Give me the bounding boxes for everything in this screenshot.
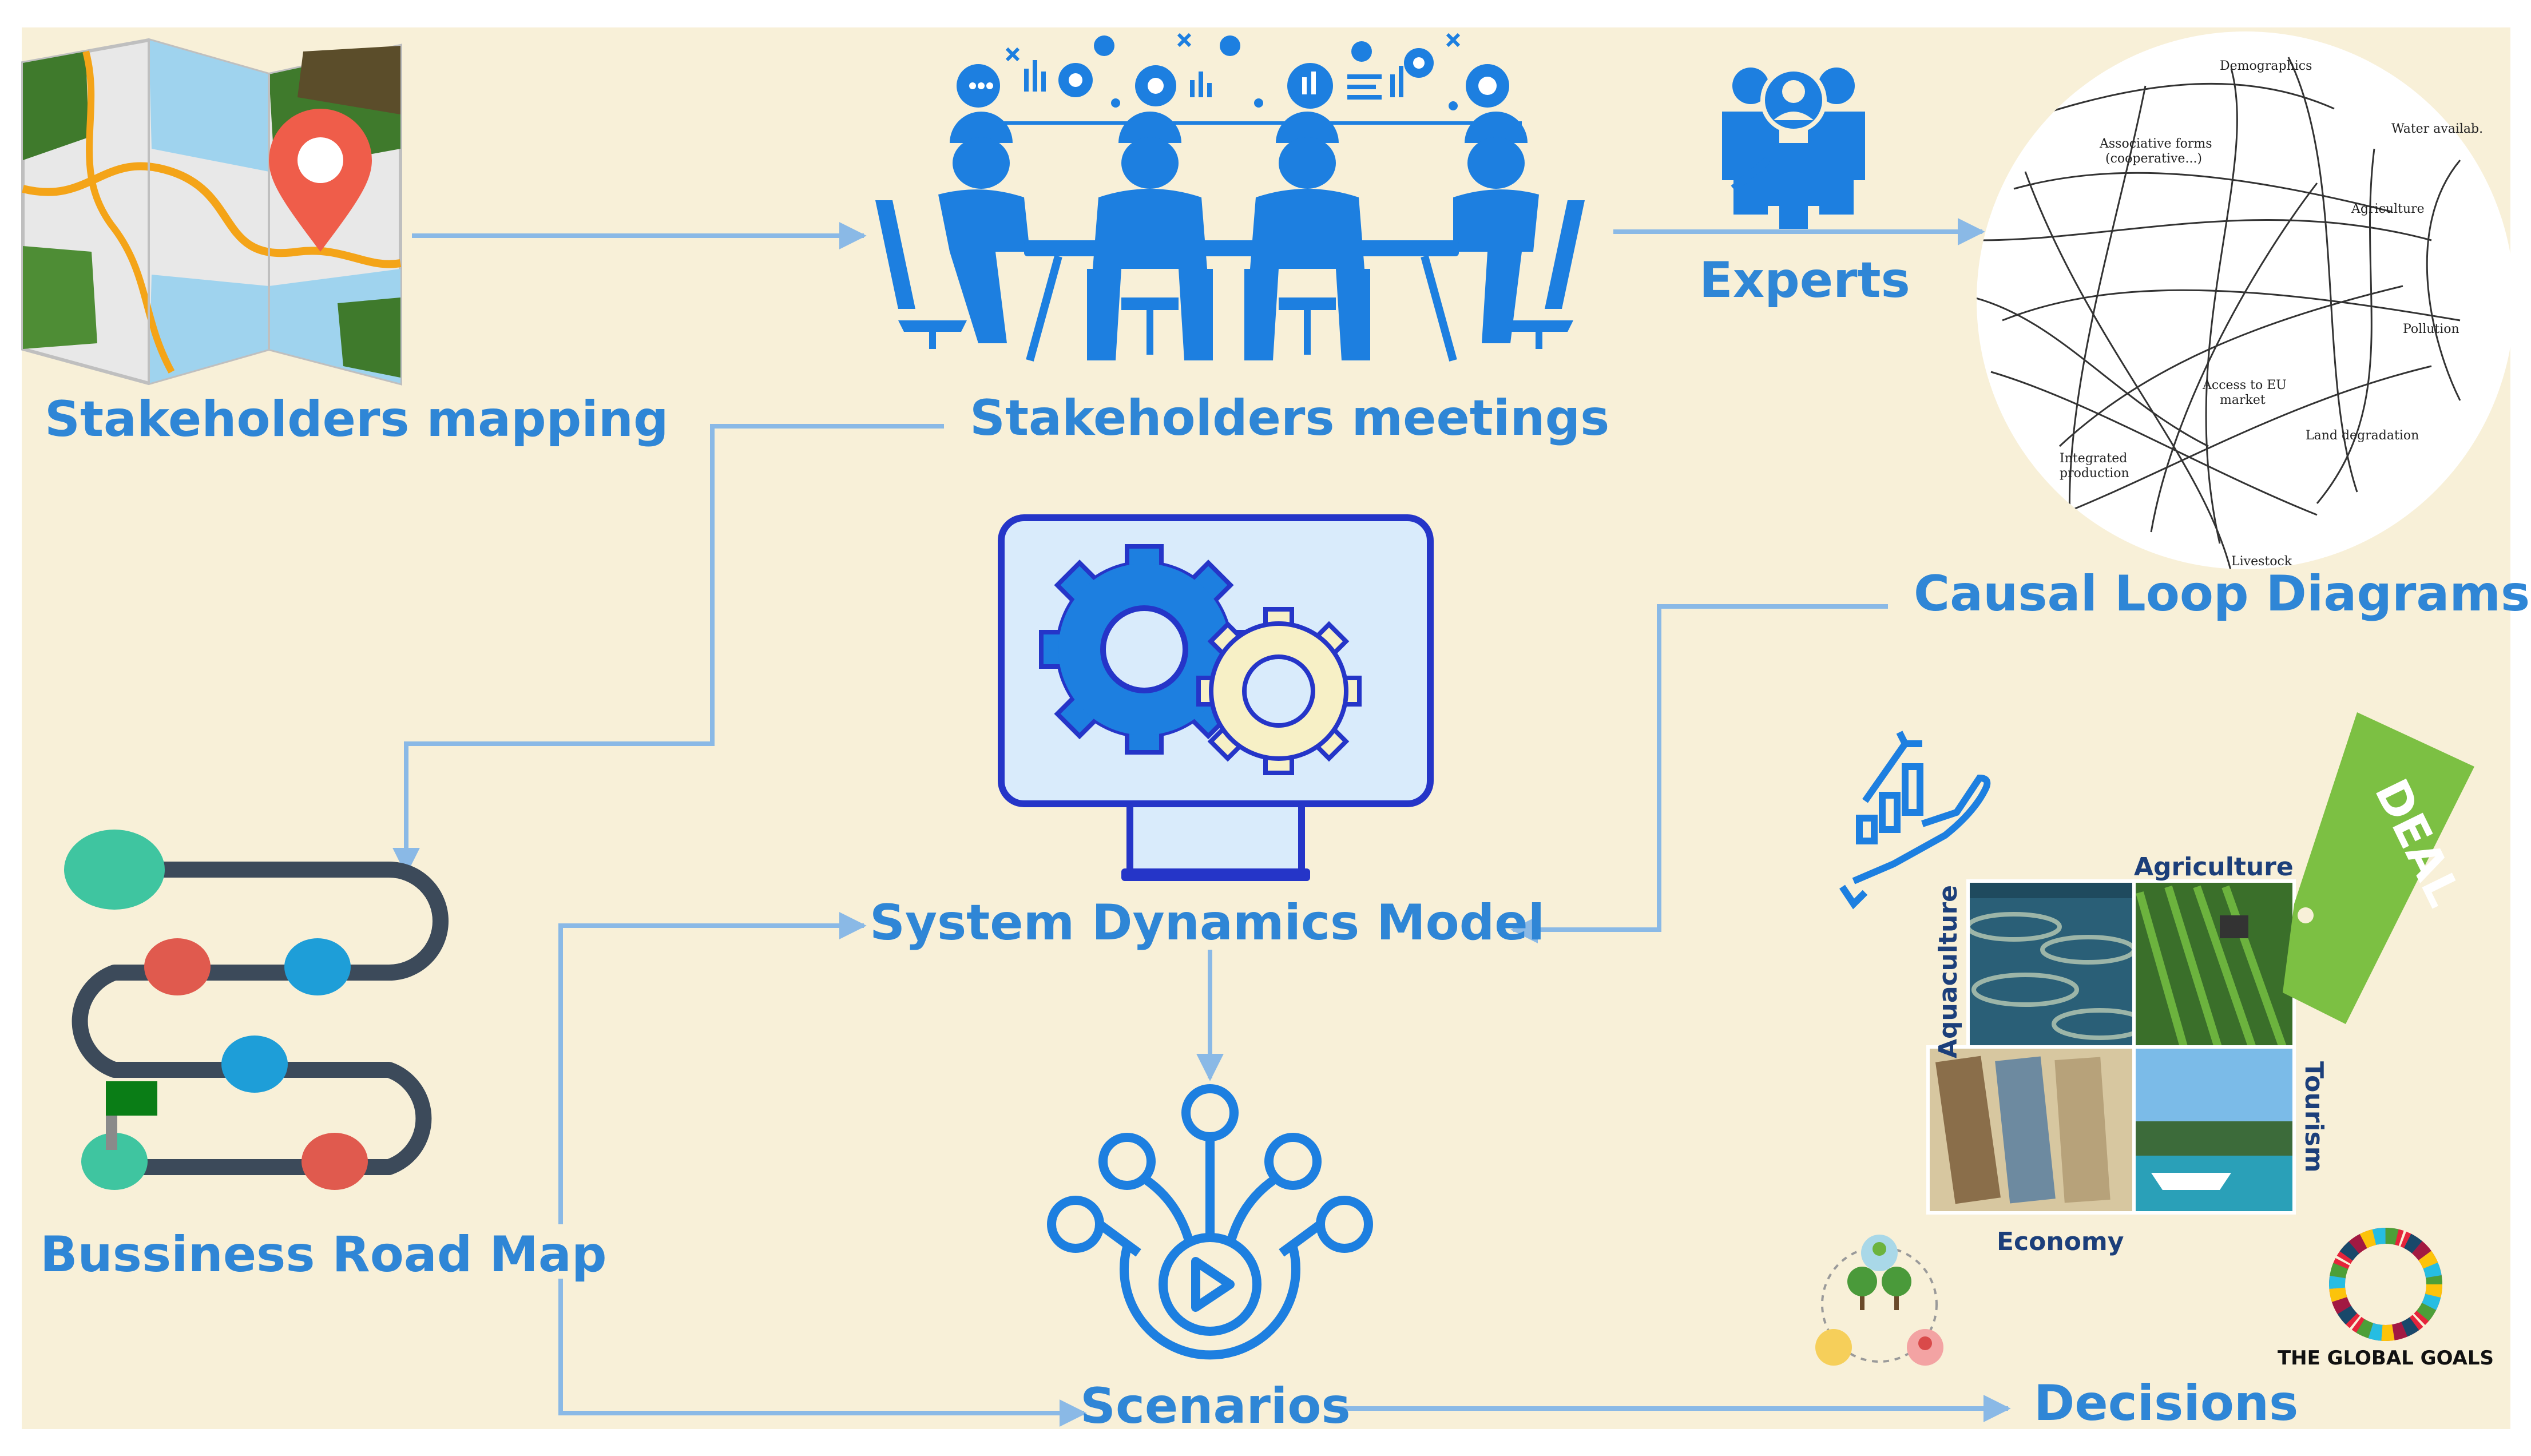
small-gear-icon [1196,607,1362,775]
aquaculture-label: Aquaculture [1934,885,1963,1058]
cld-node-access: Access to EU [2202,378,2287,392]
roadmap-node [221,1036,288,1093]
arrow-cld-to-sdm [1510,604,1888,943]
system-dynamics-model-icon [998,514,1434,881]
global-goals-logo: THE GLOBAL GOALS [2278,1228,2494,1370]
ideas-icon [957,33,1522,125]
business-road-map-label: Bussiness Road Map [40,1226,607,1283]
stakeholders-mapping-label: Stakeholders mapping [45,391,669,448]
arrow-meetings-to-roadmap [392,424,944,875]
causal-loop-diagrams-label: Causal Loop Diagrams [1914,565,2530,622]
agriculture-label: Agriculture [2134,852,2294,882]
deal-tag-icon: DEAL [2283,712,2474,1024]
sectors-puzzle: DEAL Agriculture Aquaculture Tourism Eco… [1839,712,2474,1256]
roadmap-start-node [64,830,165,910]
cld-node-associative-forms: Associative forms [2099,137,2212,151]
cld-node-pollution: Pollution [2403,322,2459,336]
arrow-roadmap-to-scenarios [558,1279,1087,1427]
business-road-map-icon [64,830,449,1190]
cld-node-integrated: Integrated [2060,451,2127,466]
scenarios-label: Scenarios [1080,1378,1351,1435]
roadmap-node [302,1133,368,1190]
person-4 [1453,112,1585,349]
cld-node-integrated-2: production [2060,466,2129,481]
cld-node-agriculture: Agriculture [2351,202,2425,216]
growth-hand-icon [1839,731,1991,910]
cld-node-access-2: market [2220,393,2266,407]
connectors [392,218,2011,1427]
meeting-table [1024,240,1459,256]
global-goals-text: THE GLOBAL GOALS [2278,1347,2494,1370]
stakeholders-meetings-label: Stakeholders meetings [970,390,1610,447]
cld-node-demographics: Demographics [2220,59,2312,73]
aquaculture-photo [1968,881,2134,1053]
person-1 [875,112,1030,349]
system-dynamics-model-label: System Dynamics Model [870,894,1545,951]
folded-map-icon [21,38,402,386]
arrow-roadmap-to-sdm [558,912,867,1224]
tourism-label: Tourism [2299,1061,2328,1173]
experts-group-icon [1722,67,1865,229]
roadmap-node [81,1133,148,1190]
flag-pole [106,1110,117,1150]
economy-label: Economy [1997,1227,2124,1256]
economy-photo [1928,1047,2134,1213]
stakeholders-meeting-icon [875,33,1585,362]
decisions-label: Decisions [2034,1375,2299,1432]
sustainability-cycle-icon [1815,1235,1943,1366]
tourism-photo [2134,1047,2294,1213]
roadmap-node [284,938,351,995]
cld-node-associative-forms-2: (cooperative...) [2105,152,2202,166]
scenarios-icon [1047,1084,1373,1360]
experts-label: Experts [1699,252,1910,309]
agriculture-photo [2134,881,2294,1053]
flag-icon [106,1081,157,1116]
cld-node-land: Land degradation [2306,429,2419,443]
causal-loop-diagram-image: Demographics Associative forms (cooperat… [1977,31,2514,569]
cld-node-water: Water availab. [2391,122,2483,136]
cld-node-livestock: Livestock [2231,554,2292,569]
roadmap-node [144,938,211,995]
